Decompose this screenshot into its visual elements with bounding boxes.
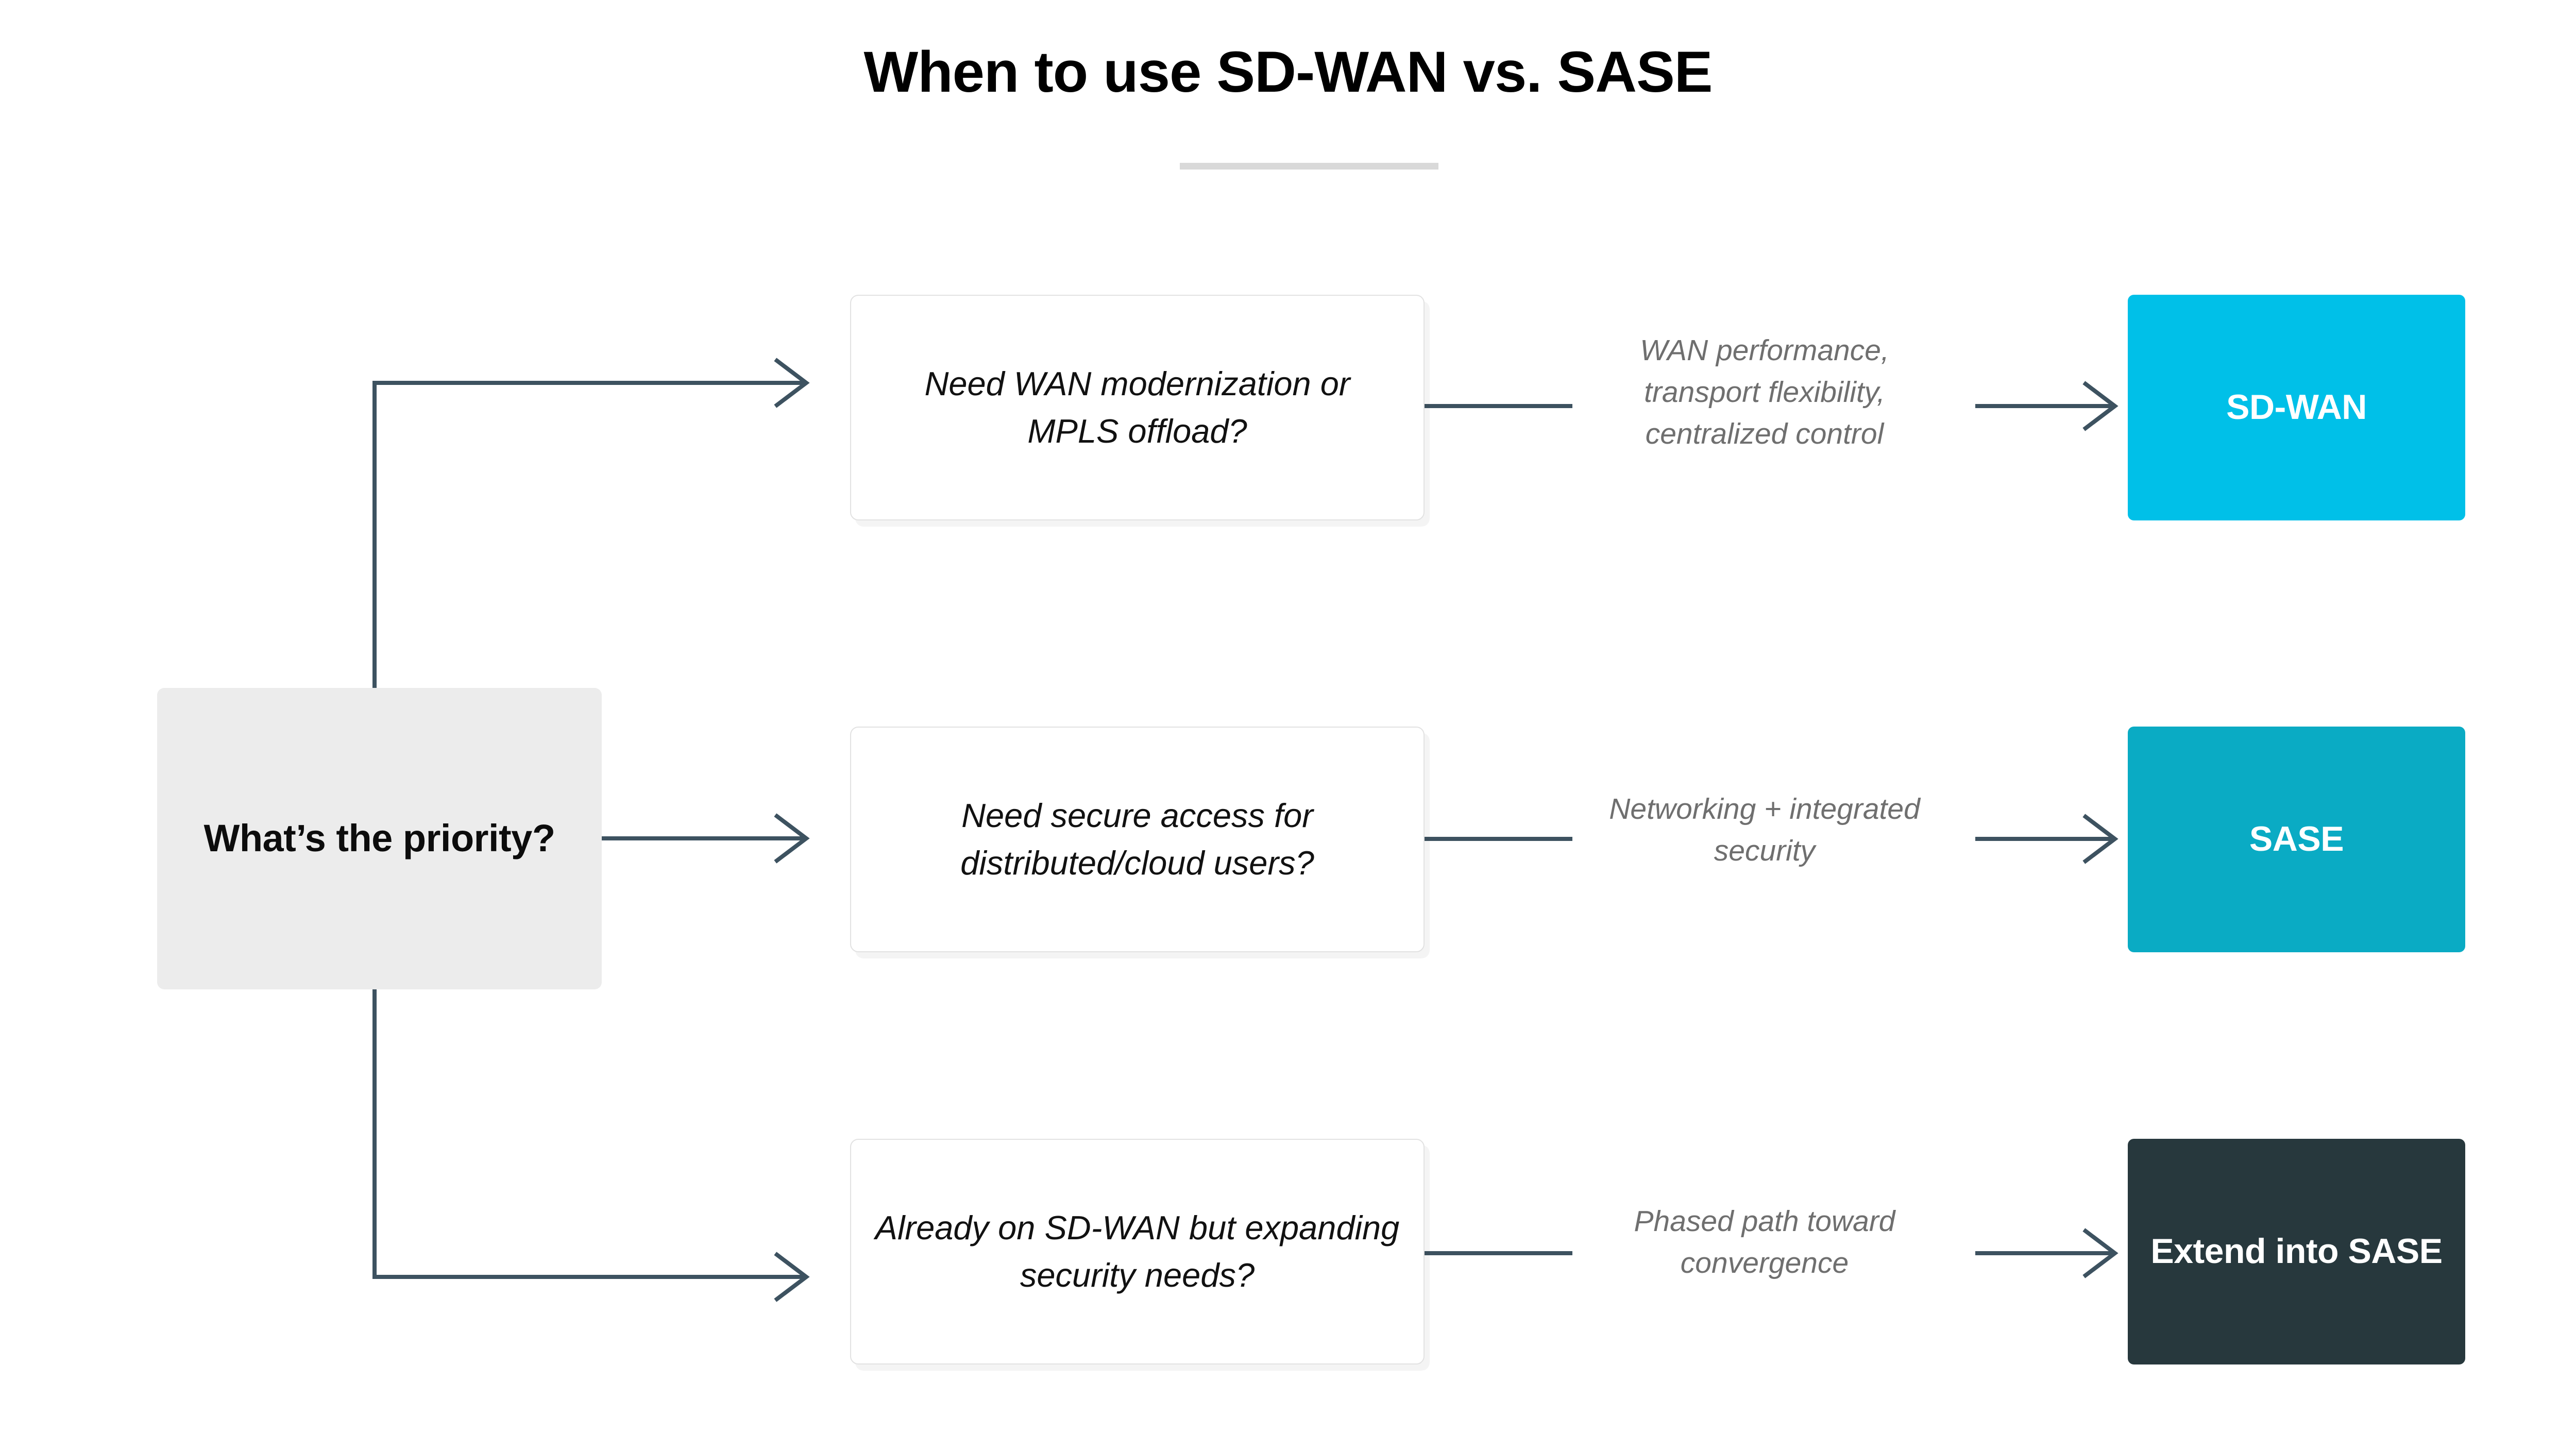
- question-node-2-label: Need secure access for distributed/cloud…: [960, 796, 1314, 882]
- question-node-3-label: Already on SD-WAN but expanding security…: [875, 1208, 1400, 1294]
- arrowhead-result2: [2082, 814, 2119, 864]
- result-node-2[interactable]: SASE: [2128, 727, 2465, 952]
- benefit-label-2: Networking + integrated security: [1609, 793, 1920, 867]
- result-node-3-label: Extend into SASE: [2150, 1232, 2443, 1271]
- arrowhead-q3: [774, 1252, 810, 1302]
- result-node-1[interactable]: SD-WAN: [2128, 295, 2465, 520]
- wire-root-to-q1: [372, 381, 806, 690]
- decision-node-label: What’s the priority?: [204, 817, 555, 860]
- result-node-2-label: SASE: [2249, 819, 2344, 859]
- title-divider: [1180, 163, 1438, 170]
- question-node-2[interactable]: Need secure access for distributed/cloud…: [850, 727, 1425, 952]
- result-node-3[interactable]: Extend into SASE: [2128, 1139, 2465, 1364]
- arrowhead-q1: [774, 358, 810, 408]
- question-node-1[interactable]: Need WAN modernization or MPLS offload?: [850, 295, 1425, 520]
- arrowhead-result3: [2082, 1228, 2119, 1278]
- benefit-label-1: WAN performance, transport flexibility, …: [1640, 334, 1889, 450]
- arrowhead-result1: [2082, 381, 2119, 431]
- question-node-1-label: Need WAN modernization or MPLS offload?: [924, 364, 1350, 450]
- page-title: When to use SD-WAN vs. SASE: [863, 40, 1713, 104]
- decision-node-priority[interactable]: What’s the priority?: [157, 688, 602, 989]
- arrowhead-q2: [774, 813, 810, 864]
- benefit-label-3: Phased path toward convergence: [1634, 1205, 1895, 1279]
- result-node-1-label: SD-WAN: [2226, 387, 2367, 427]
- wire-root-to-q3: [372, 987, 806, 1279]
- question-node-3[interactable]: Already on SD-WAN but expanding security…: [850, 1139, 1425, 1364]
